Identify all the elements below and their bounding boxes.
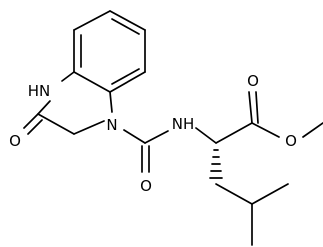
bond	[215, 122, 253, 144]
double-bond-inner	[111, 18, 140, 35]
bond	[302, 122, 323, 138]
atom-label-o-lactam: O	[9, 132, 21, 150]
bond	[215, 183, 253, 205]
bond	[109, 91, 113, 113]
benzene-ring	[73, 10, 146, 93]
bond	[195, 127, 217, 144]
bond	[37, 113, 75, 135]
atom-label-n: N	[106, 116, 117, 134]
bond	[73, 10, 111, 31]
bond	[27, 119, 43, 135]
bond	[109, 71, 146, 93]
lactam-carbonyl	[23, 113, 43, 135]
bond	[123, 129, 146, 144]
bond	[255, 91, 259, 124]
atom-label-o-ester: O	[285, 132, 297, 150]
bond	[248, 91, 253, 124]
bond	[61, 71, 75, 82]
bond	[109, 10, 146, 31]
bond	[251, 122, 280, 138]
bond	[144, 130, 169, 144]
leucine-ester	[195, 91, 323, 246]
stereo-hash-bond	[209, 149, 223, 179]
bond	[73, 120, 105, 135]
bond	[23, 113, 39, 129]
double-bond-inner	[111, 68, 140, 85]
atom-label-nh-amide: NH	[172, 115, 195, 133]
bond	[73, 71, 111, 93]
bond	[37, 100, 51, 115]
atom-label-o-carbonyl: O	[247, 72, 259, 90]
bond	[251, 183, 289, 205]
atom-label-hn: HN	[28, 82, 51, 100]
urea-linker	[123, 129, 169, 173]
piperazinone-ring	[37, 71, 113, 135]
atom-label-o-urea: O	[140, 177, 152, 195]
